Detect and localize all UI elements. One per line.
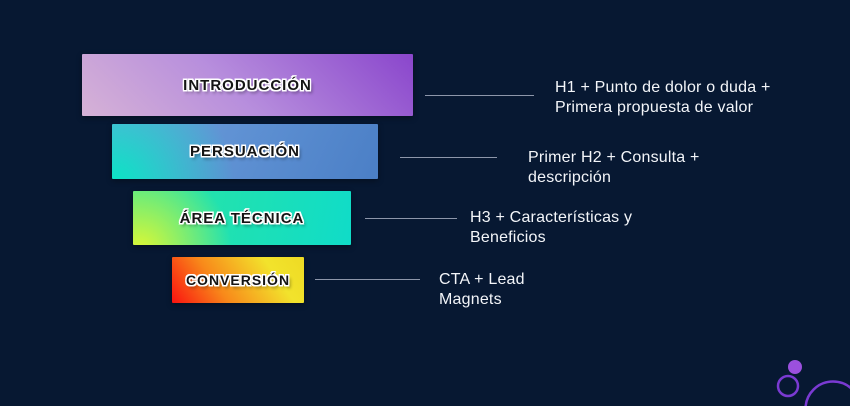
funnel-bar-introduccion[interactable]: INTRODUCCIÓN — [82, 54, 413, 116]
connector-line-persuacion — [400, 157, 497, 158]
connector-line-introduccion — [425, 95, 534, 96]
connector-line-conversion — [315, 279, 420, 280]
funnel-bar-persuacion-label: PERSUACIÓN — [189, 143, 300, 160]
annotation-persuacion: Primer H2 + Consulta + descripción — [528, 149, 700, 186]
annotation-area-tecnica: H3 + Características y Beneficios — [470, 209, 633, 246]
small-ring-icon — [776, 374, 800, 398]
corner-circles-decoration — [776, 360, 850, 406]
annotation-conversion: CTA + Lead Magnets — [439, 271, 525, 308]
connector-line-area-tecnica — [365, 218, 457, 219]
large-ring-icon — [804, 380, 850, 406]
funnel-bar-introduccion-label: INTRODUCCIÓN — [183, 76, 312, 94]
annotation-introduccion: H1 + Punto de dolor o duda + Primera pro… — [555, 79, 771, 116]
funnel-bar-area-tecnica[interactable]: ÁREA TÉCNICA — [133, 191, 351, 245]
funnel-bar-conversion[interactable]: CONVERSIÓN — [172, 257, 304, 303]
filled-circle-icon — [788, 360, 802, 374]
funnel-bar-persuacion[interactable]: PERSUACIÓN — [112, 124, 378, 179]
funnel-bar-area-tecnica-label: ÁREA TÉCNICA — [179, 209, 305, 227]
funnel-bar-conversion-label: CONVERSIÓN — [185, 272, 291, 288]
